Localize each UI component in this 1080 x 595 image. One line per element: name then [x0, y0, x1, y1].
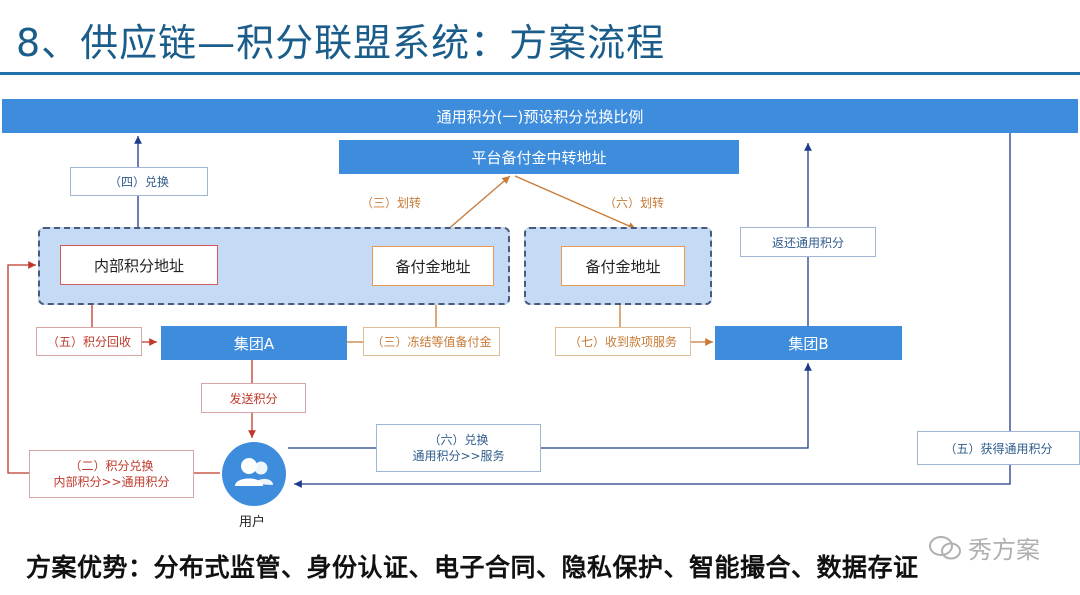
label-exchange-2-line1: （二）积分兑换 — [69, 459, 154, 473]
label-exchange-6-line1: （六）兑换 — [428, 433, 489, 447]
label-return-points: 返还通用积分 — [740, 227, 876, 257]
reserve-address-a-box: 备付金地址 — [372, 246, 494, 286]
group-a-box: 集团A — [161, 326, 347, 360]
preset-ratio-banner: 通用积分(一)预设积分兑换比例 — [2, 99, 1078, 133]
internal-points-address-box: 内部积分地址 — [60, 245, 218, 285]
watermark-text: 秀方案 — [968, 536, 1040, 564]
label-transfer-3: （三）划转 — [361, 196, 422, 210]
label-exchange-2: （二）积分兑换 内部积分>>通用积分 — [29, 450, 194, 498]
watermark: 秀方案 — [928, 530, 1040, 565]
arrow-transfer-6 — [514, 175, 637, 230]
reserve-address-b-box: 备付金地址 — [561, 246, 685, 286]
title-divider — [0, 72, 1080, 75]
label-send-points: 发送积分 — [201, 383, 306, 413]
platform-address-box: 平台备付金中转地址 — [339, 140, 739, 174]
advantages-text: 方案优势：分布式监管、身份认证、电子合同、隐私保护、智能撮合、数据存证 — [26, 553, 919, 582]
page-title: 8、供应链—积分联盟系统：方案流程 — [16, 21, 666, 65]
group-b-box: 集团B — [715, 326, 902, 360]
label-exchange-6-line2: 通用积分>>服务 — [412, 449, 505, 463]
label-exchange-2-line2: 内部积分>>通用积分 — [53, 475, 170, 489]
label-exchange-4: （四）兑换 — [70, 167, 208, 196]
label-transfer-6: （六）划转 — [604, 196, 665, 210]
label-freeze-3: （三）冻结等值备付金 — [363, 327, 500, 356]
user-label: 用户 — [239, 515, 266, 530]
arrow-exchange-6 — [288, 363, 812, 449]
user-icon — [222, 442, 286, 506]
label-recover-5: （五）积分回收 — [36, 327, 142, 356]
label-get-general-5: （五）获得通用积分 — [917, 431, 1080, 465]
arrow-get-general-5 — [294, 133, 1011, 488]
label-receive-7: （七）收到款项服务 — [555, 327, 691, 356]
wechat-icon — [929, 535, 961, 559]
label-exchange-6: （六）兑换 通用积分>>服务 — [376, 424, 541, 472]
